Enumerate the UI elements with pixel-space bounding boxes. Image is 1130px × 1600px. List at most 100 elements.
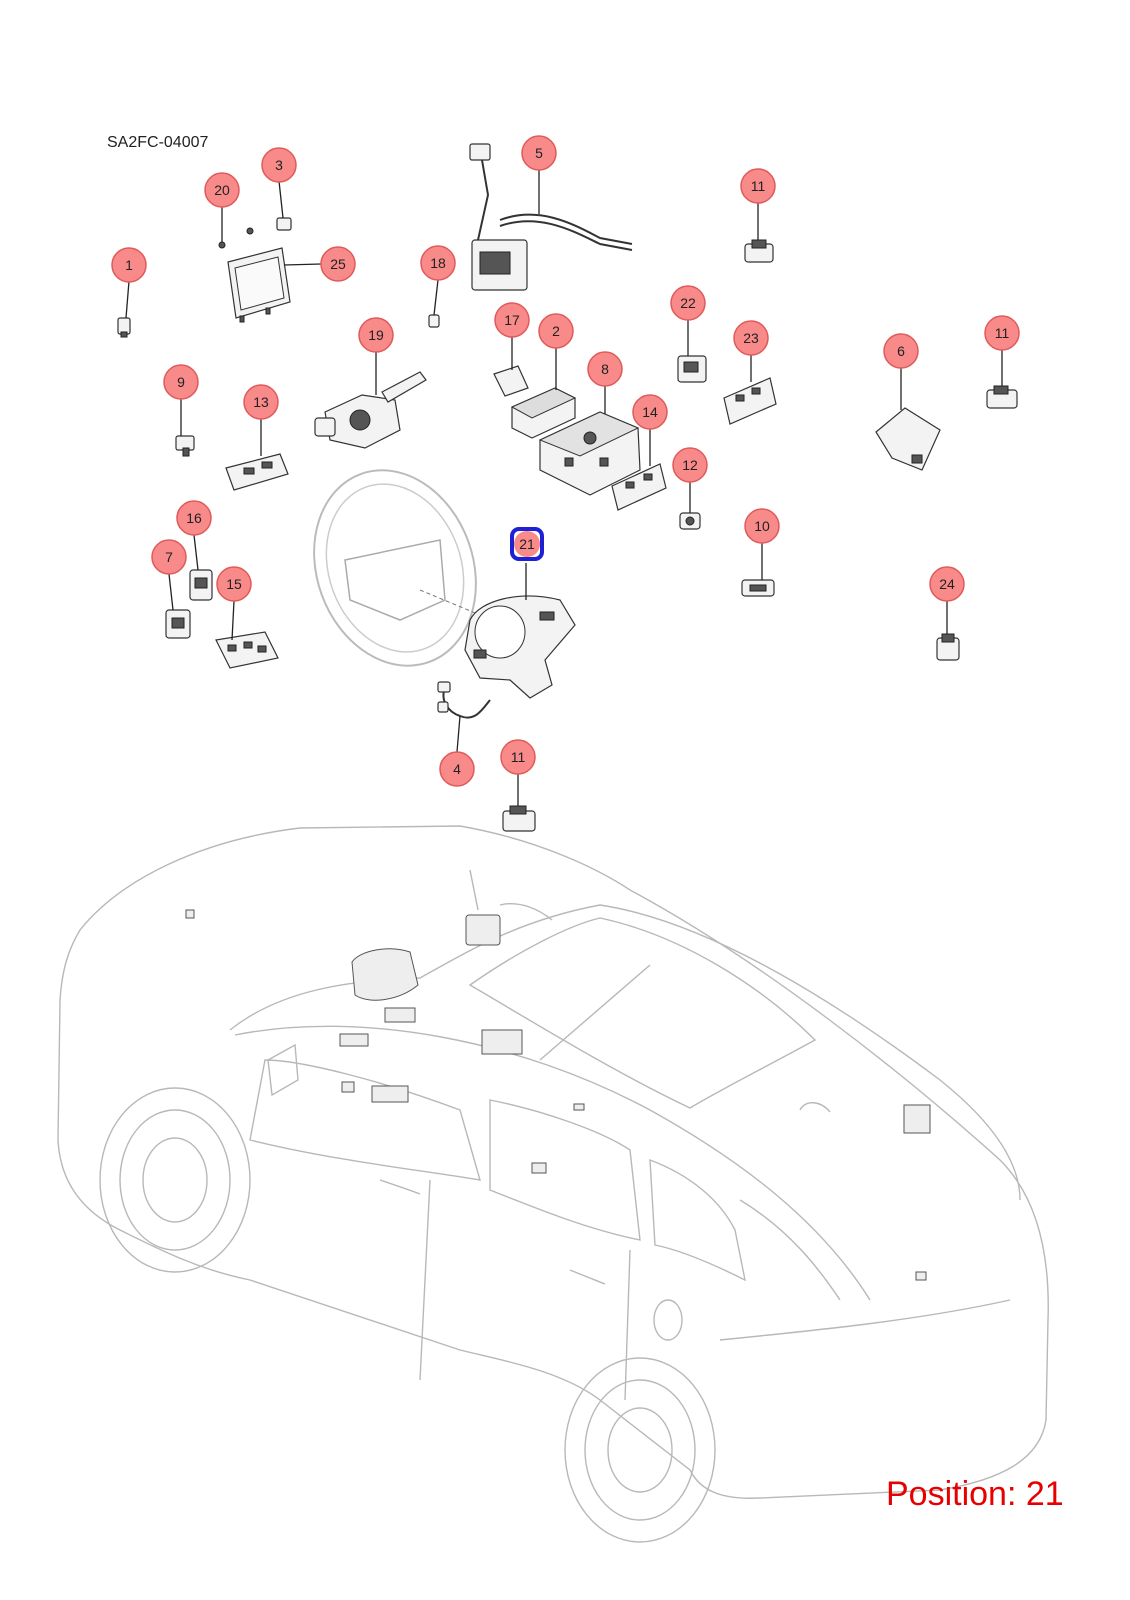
callout-15[interactable]: 15 xyxy=(216,566,252,602)
vehicle-outline xyxy=(57,825,1049,1543)
part-21-steering-trim[interactable] xyxy=(464,595,576,699)
part-11-switch-b[interactable] xyxy=(986,385,1018,409)
part-11-switch-a[interactable] xyxy=(744,239,774,263)
callout-25[interactable]: 25 xyxy=(320,246,356,282)
part-5-harness[interactable] xyxy=(469,143,633,291)
svg-text:19: 19 xyxy=(368,327,384,343)
callout-6[interactable]: 6 xyxy=(883,333,919,369)
callout-4[interactable]: 4 xyxy=(439,751,475,787)
callout-1[interactable]: 1 xyxy=(111,247,147,283)
part-20-screw[interactable] xyxy=(218,227,254,249)
svg-text:25: 25 xyxy=(330,256,346,272)
part-22-switch[interactable] xyxy=(677,355,707,383)
svg-text:6: 6 xyxy=(897,343,905,359)
vehicle-part-rear-switch xyxy=(573,1103,585,1111)
svg-text:4: 4 xyxy=(453,761,461,777)
part-2-module[interactable] xyxy=(510,387,577,439)
part-11-switch-c[interactable] xyxy=(502,805,536,832)
vehicle-part-control-unit xyxy=(903,1104,931,1134)
svg-text:22: 22 xyxy=(680,295,696,311)
parts-group xyxy=(117,143,1018,832)
part-14-switch-panel[interactable] xyxy=(611,463,667,511)
callout-3[interactable]: 3 xyxy=(261,147,297,183)
svg-text:7: 7 xyxy=(165,549,173,565)
svg-text:12: 12 xyxy=(682,457,698,473)
callout-24[interactable]: 24 xyxy=(929,566,965,602)
vehicle-part-clip xyxy=(185,909,195,919)
svg-text:16: 16 xyxy=(186,510,202,526)
callout-12[interactable]: 12 xyxy=(672,447,708,483)
part-12-connector[interactable] xyxy=(679,512,701,530)
callout-21-selected[interactable]: 21 xyxy=(510,527,544,561)
part-25-display[interactable] xyxy=(227,247,291,323)
part-17-bracket[interactable] xyxy=(493,365,529,397)
callout-11-c[interactable]: 11 xyxy=(500,739,536,775)
part-15-window-switch[interactable] xyxy=(215,631,279,669)
steering-wheel-reference xyxy=(313,469,481,667)
callout-10[interactable]: 10 xyxy=(744,508,780,544)
vehicle-part-tailgate-switch xyxy=(915,1271,927,1281)
part-3-connector[interactable] xyxy=(276,217,292,231)
part-6-control-unit[interactable] xyxy=(875,407,941,471)
vehicle-part-harness-module xyxy=(465,914,501,946)
part-7-unit[interactable] xyxy=(165,609,191,639)
callout-23[interactable]: 23 xyxy=(733,320,769,356)
callout-8[interactable]: 8 xyxy=(587,351,623,387)
callout-2[interactable]: 2 xyxy=(538,313,574,349)
part-9-clip[interactable] xyxy=(175,435,195,457)
callout-5[interactable]: 5 xyxy=(521,135,557,171)
part-16-unit[interactable] xyxy=(189,569,213,601)
svg-text:21: 21 xyxy=(519,536,535,552)
callout-7[interactable]: 7 xyxy=(151,539,187,575)
svg-text:11: 11 xyxy=(751,178,766,194)
svg-text:2: 2 xyxy=(552,323,560,339)
part-23-switch-panel[interactable] xyxy=(723,377,777,425)
vehicle-part-column-switch xyxy=(384,1007,416,1023)
svg-text:18: 18 xyxy=(430,255,446,271)
svg-text:24: 24 xyxy=(939,576,955,592)
svg-text:10: 10 xyxy=(754,518,770,534)
part-4-harness[interactable] xyxy=(437,681,491,719)
svg-text:15: 15 xyxy=(226,576,242,592)
svg-text:17: 17 xyxy=(504,312,520,328)
part-19-column-switch[interactable] xyxy=(314,371,427,449)
part-1-clip[interactable] xyxy=(117,317,131,338)
svg-text:11: 11 xyxy=(995,325,1010,341)
callout-11-a[interactable]: 11 xyxy=(740,168,776,204)
part-8-fuse-box[interactable] xyxy=(538,411,641,496)
svg-text:13: 13 xyxy=(253,394,269,410)
svg-text:1: 1 xyxy=(125,257,133,273)
callout-17[interactable]: 17 xyxy=(494,302,530,338)
callout-22[interactable]: 22 xyxy=(670,285,706,321)
position-label: Position: 21 xyxy=(886,1475,1064,1513)
drawing-id: SA2FC-04007 xyxy=(107,134,208,151)
part-13-switch[interactable] xyxy=(225,453,289,491)
callout-16[interactable]: 16 xyxy=(176,500,212,536)
callout-19[interactable]: 19 xyxy=(358,317,394,353)
leader-lines xyxy=(125,170,1003,806)
vehicle-part-window-switch xyxy=(371,1085,409,1103)
svg-text:14: 14 xyxy=(642,404,658,420)
callout-20[interactable]: 20 xyxy=(204,172,240,208)
callout-18[interactable]: 18 xyxy=(420,245,456,281)
callout-14[interactable]: 14 xyxy=(632,394,668,430)
svg-text:5: 5 xyxy=(535,145,543,161)
part-18-clip[interactable] xyxy=(428,314,440,328)
callout-11-b[interactable]: 11 xyxy=(984,315,1020,351)
vehicle-part-fuse-box xyxy=(481,1029,523,1055)
vehicle-part-switch xyxy=(339,1033,369,1047)
svg-text:8: 8 xyxy=(601,361,609,377)
callout-13[interactable]: 13 xyxy=(243,384,279,420)
callouts: 1 2 3 4 5 6 7 8 9 10 11 11 11 12 13 14 1… xyxy=(111,135,1020,787)
vehicle-part-steering-trim xyxy=(351,948,419,1001)
callout-9[interactable]: 9 xyxy=(163,364,199,400)
vehicle-part-unit xyxy=(341,1081,355,1093)
svg-text:20: 20 xyxy=(214,182,230,198)
svg-text:11: 11 xyxy=(511,749,526,765)
vehicle-part-door-switch xyxy=(531,1162,547,1174)
svg-text:23: 23 xyxy=(743,330,759,346)
svg-text:3: 3 xyxy=(275,157,283,173)
part-24-switch[interactable] xyxy=(936,633,960,661)
part-10-switch[interactable] xyxy=(741,579,775,597)
